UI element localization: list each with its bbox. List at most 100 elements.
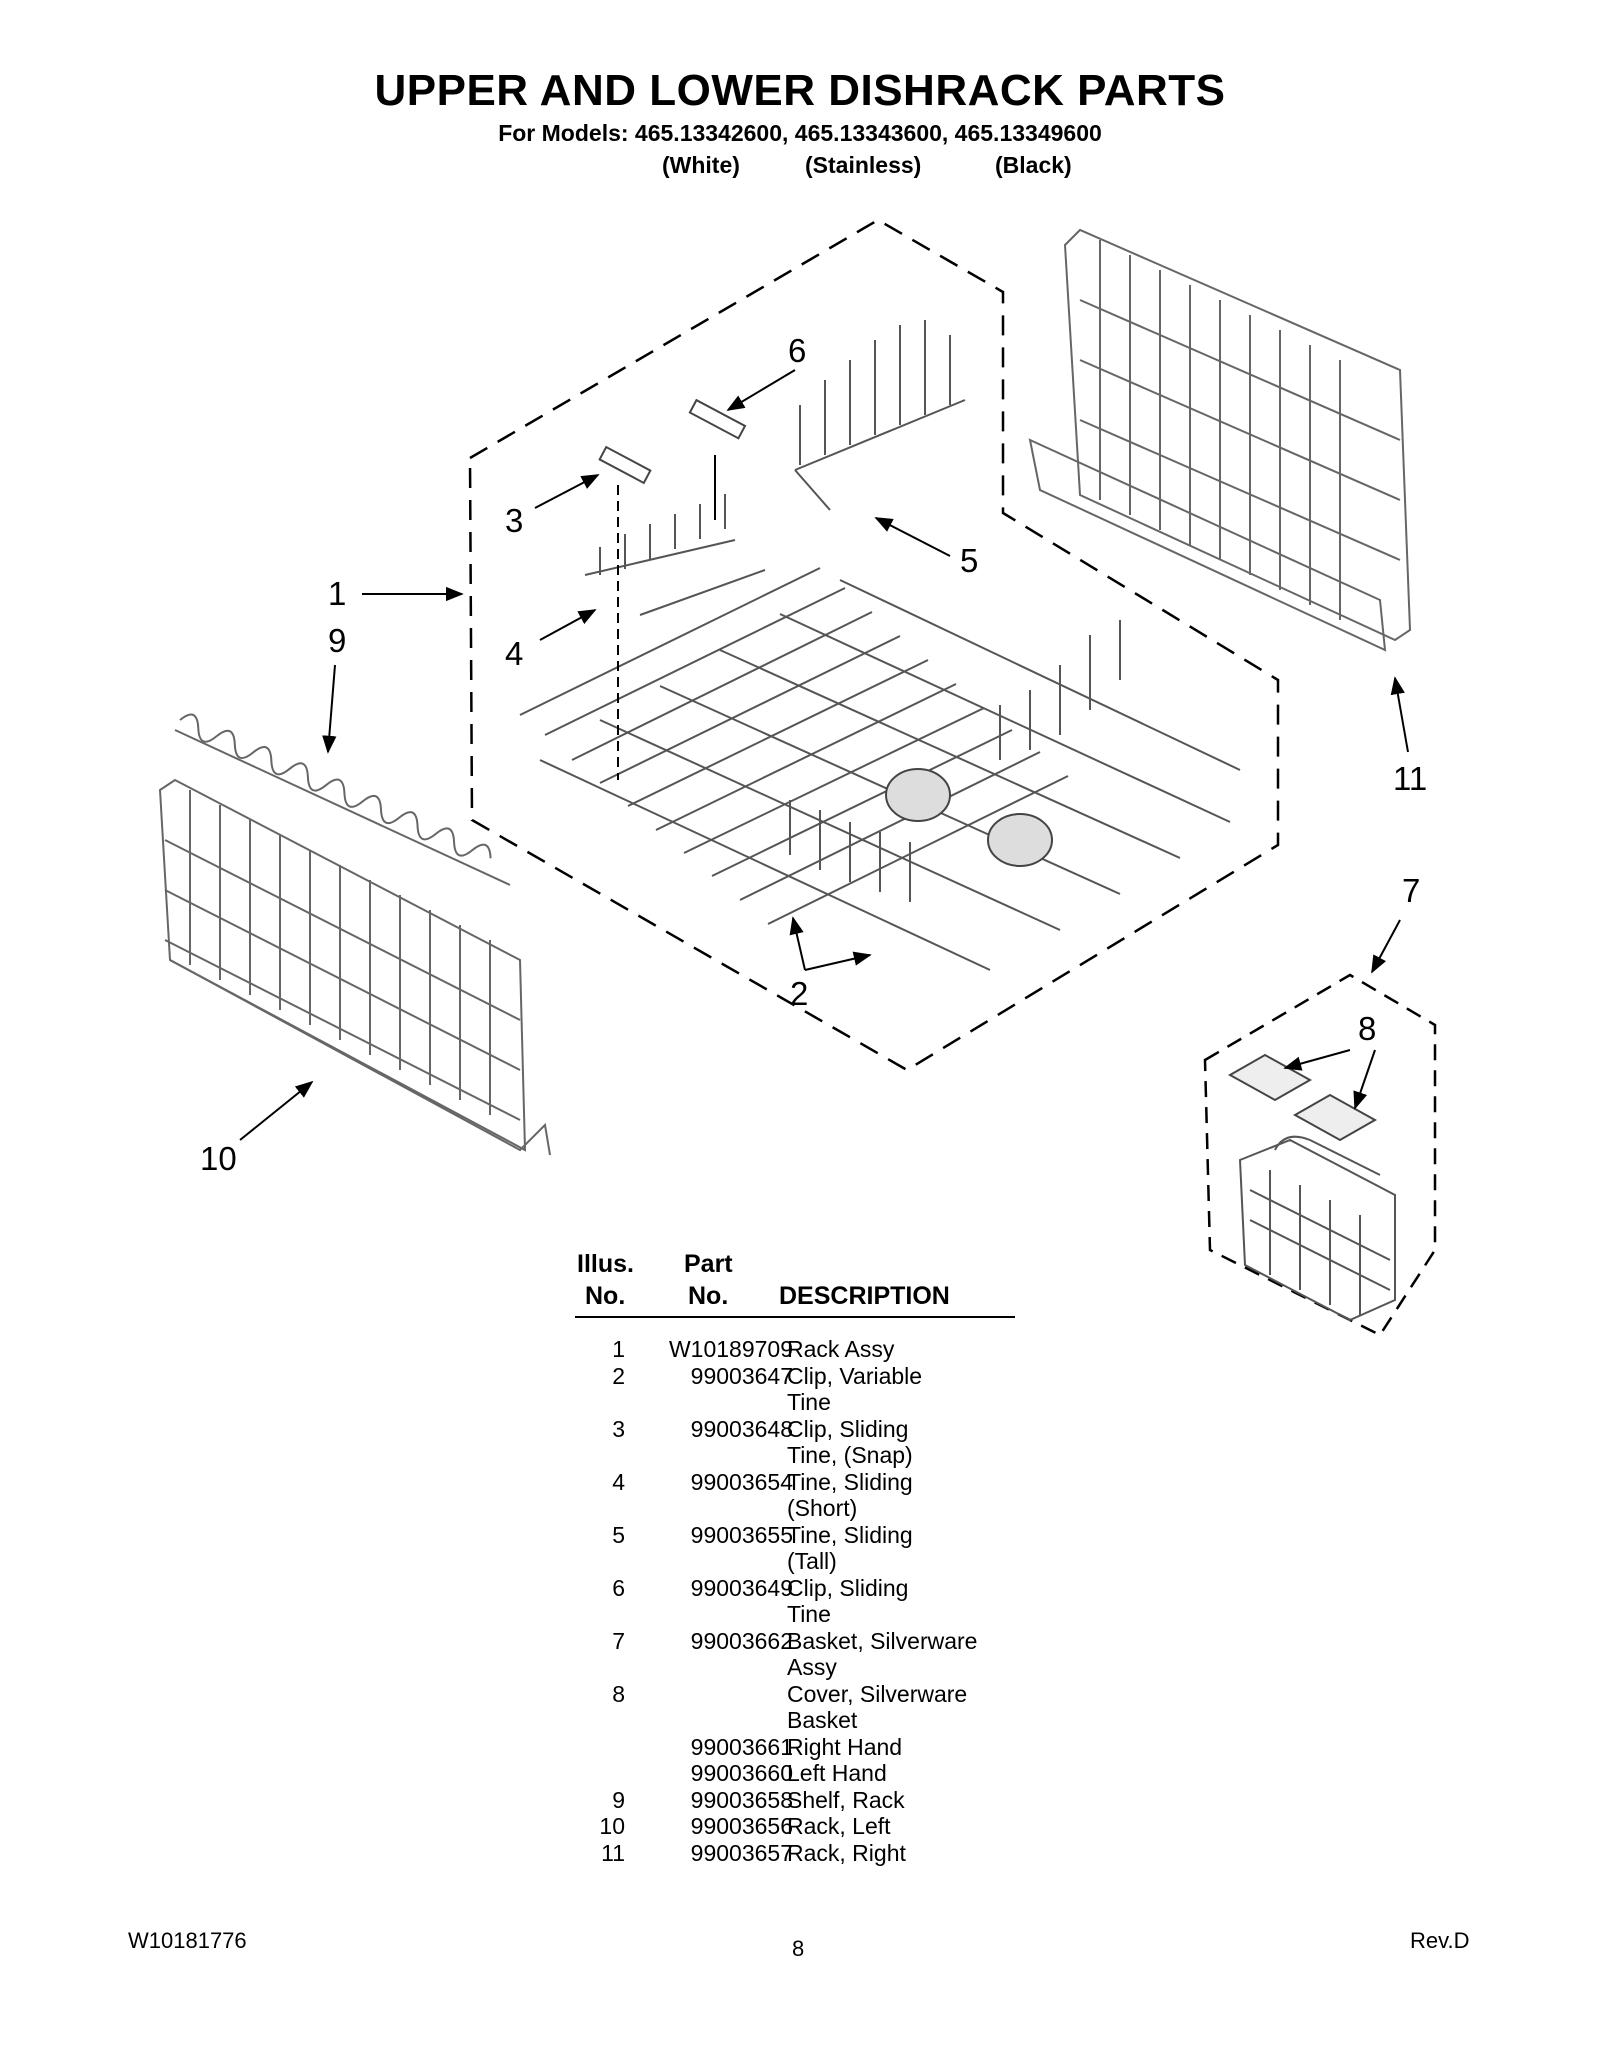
illus-no: 2 (612, 1362, 625, 1389)
basket-boundary (1203, 973, 1437, 1337)
rack-tines (789, 620, 1121, 902)
illus-no: 11 (601, 1839, 625, 1866)
callout-4: 4 (505, 635, 523, 672)
table-row: (Tall) (575, 1548, 1015, 1575)
part-no: 99003648 (690, 1415, 793, 1442)
illus-header-line1: Illus. (577, 1250, 634, 1278)
description: Shelf, Rack (787, 1786, 905, 1813)
header-rule (575, 1316, 1015, 1318)
description: Left Hand (787, 1760, 887, 1786)
left-rack (158, 778, 551, 1156)
part-no: 99003662 (690, 1627, 793, 1654)
color-white: (White) (662, 152, 740, 178)
description: Tine (787, 1389, 831, 1415)
color-black: (Black) (995, 152, 1072, 178)
sliding-clip (688, 398, 747, 440)
part-no: 99003660 (690, 1760, 793, 1786)
illus-no: 9 (612, 1786, 625, 1813)
part-no: 99003661 (690, 1733, 793, 1760)
description: Clip, Variable (787, 1362, 923, 1389)
description: Assy (787, 1654, 837, 1680)
silverware-basket-covers (1227, 1053, 1378, 1142)
illus-no: 3 (612, 1415, 625, 1442)
illus-no: 10 (599, 1813, 625, 1839)
callout-3: 3 (505, 502, 523, 539)
color-stainless: (Stainless) (805, 152, 922, 178)
callout-1: 1 (328, 575, 346, 612)
callout-5: 5 (960, 542, 978, 579)
illus-no: 7 (612, 1627, 625, 1654)
callout-6: 6 (788, 332, 806, 369)
page-title: UPPER AND LOWER DISHRACK PARTS (374, 66, 1226, 115)
part-no: 99003655 (690, 1521, 793, 1548)
description: Tine, Sliding (787, 1468, 913, 1495)
description: Rack, Left (787, 1813, 891, 1839)
description: Rack, Right (787, 1839, 906, 1866)
illus-no: 4 (612, 1468, 625, 1495)
callout-7: 7 (1402, 872, 1420, 909)
models-line: For Models: 465.13342600, 465.13343600, … (498, 120, 1102, 146)
description: Basket, Silverware (787, 1627, 978, 1654)
description: (Tall) (787, 1548, 837, 1574)
illus-no: 6 (612, 1574, 625, 1601)
rack-assy-boundary (468, 218, 1280, 1072)
description: Rack Assy (787, 1336, 895, 1362)
description: Tine (787, 1601, 831, 1627)
illus-no: 5 (612, 1521, 625, 1548)
table-row: Assy (575, 1654, 1015, 1681)
part-no: 99003656 (690, 1813, 793, 1839)
description: Cover, Silverware (787, 1680, 968, 1707)
description: Clip, Sliding (787, 1415, 909, 1442)
illus-no: 8 (612, 1680, 625, 1707)
callout-8: 8 (1358, 1010, 1376, 1047)
callout-2: 2 (790, 975, 808, 1012)
callout-10: 10 (200, 1140, 237, 1177)
table-row: Basket (575, 1707, 1015, 1734)
part-no: 99003654 (690, 1468, 793, 1495)
part-no: 99003649 (690, 1574, 793, 1601)
part-header-line1: Part (684, 1250, 733, 1278)
illus-no: 1 (612, 1336, 625, 1362)
part-no: 99003658 (690, 1786, 793, 1813)
table-row: (Short) (575, 1495, 1015, 1522)
description-header: DESCRIPTION (779, 1282, 950, 1310)
revision: Rev.D (1410, 1928, 1470, 1953)
table-row: Tine (575, 1601, 1015, 1628)
table-row: Tine (575, 1389, 1015, 1416)
sliding-tine-tall (794, 320, 966, 511)
page-number: 8 (792, 1936, 805, 1961)
illus-header-line2: No. (585, 1282, 626, 1310)
part-no: W10189709 (668, 1336, 793, 1362)
rack-assy-wires (519, 567, 1241, 971)
part-header-line2: No. (688, 1282, 729, 1310)
description: Clip, Sliding (787, 1574, 909, 1601)
sliding-clip-snap (598, 445, 652, 485)
part-no: 99003657 (690, 1839, 793, 1866)
description: Basket (787, 1707, 858, 1733)
parts-table: Illus. No. Part No. DESCRIPTION 1 W101897… (575, 1250, 1015, 1866)
callout-11: 11 (1393, 760, 1427, 797)
parts-table-header: Illus. No. Part No. DESCRIPTION (575, 1250, 1015, 1316)
silverware-basket (1238, 1135, 1396, 1322)
description: (Short) (787, 1495, 858, 1521)
description: Right Hand (787, 1733, 903, 1760)
doc-number: W10181776 (128, 1928, 247, 1953)
table-row: Tine, (Snap) (575, 1442, 1015, 1469)
table-row: 8 Cover, Silverware (575, 1681, 1015, 1708)
right-rack (1028, 228, 1412, 652)
rack-gears (885, 768, 1053, 867)
part-no: 99003647 (690, 1362, 793, 1389)
